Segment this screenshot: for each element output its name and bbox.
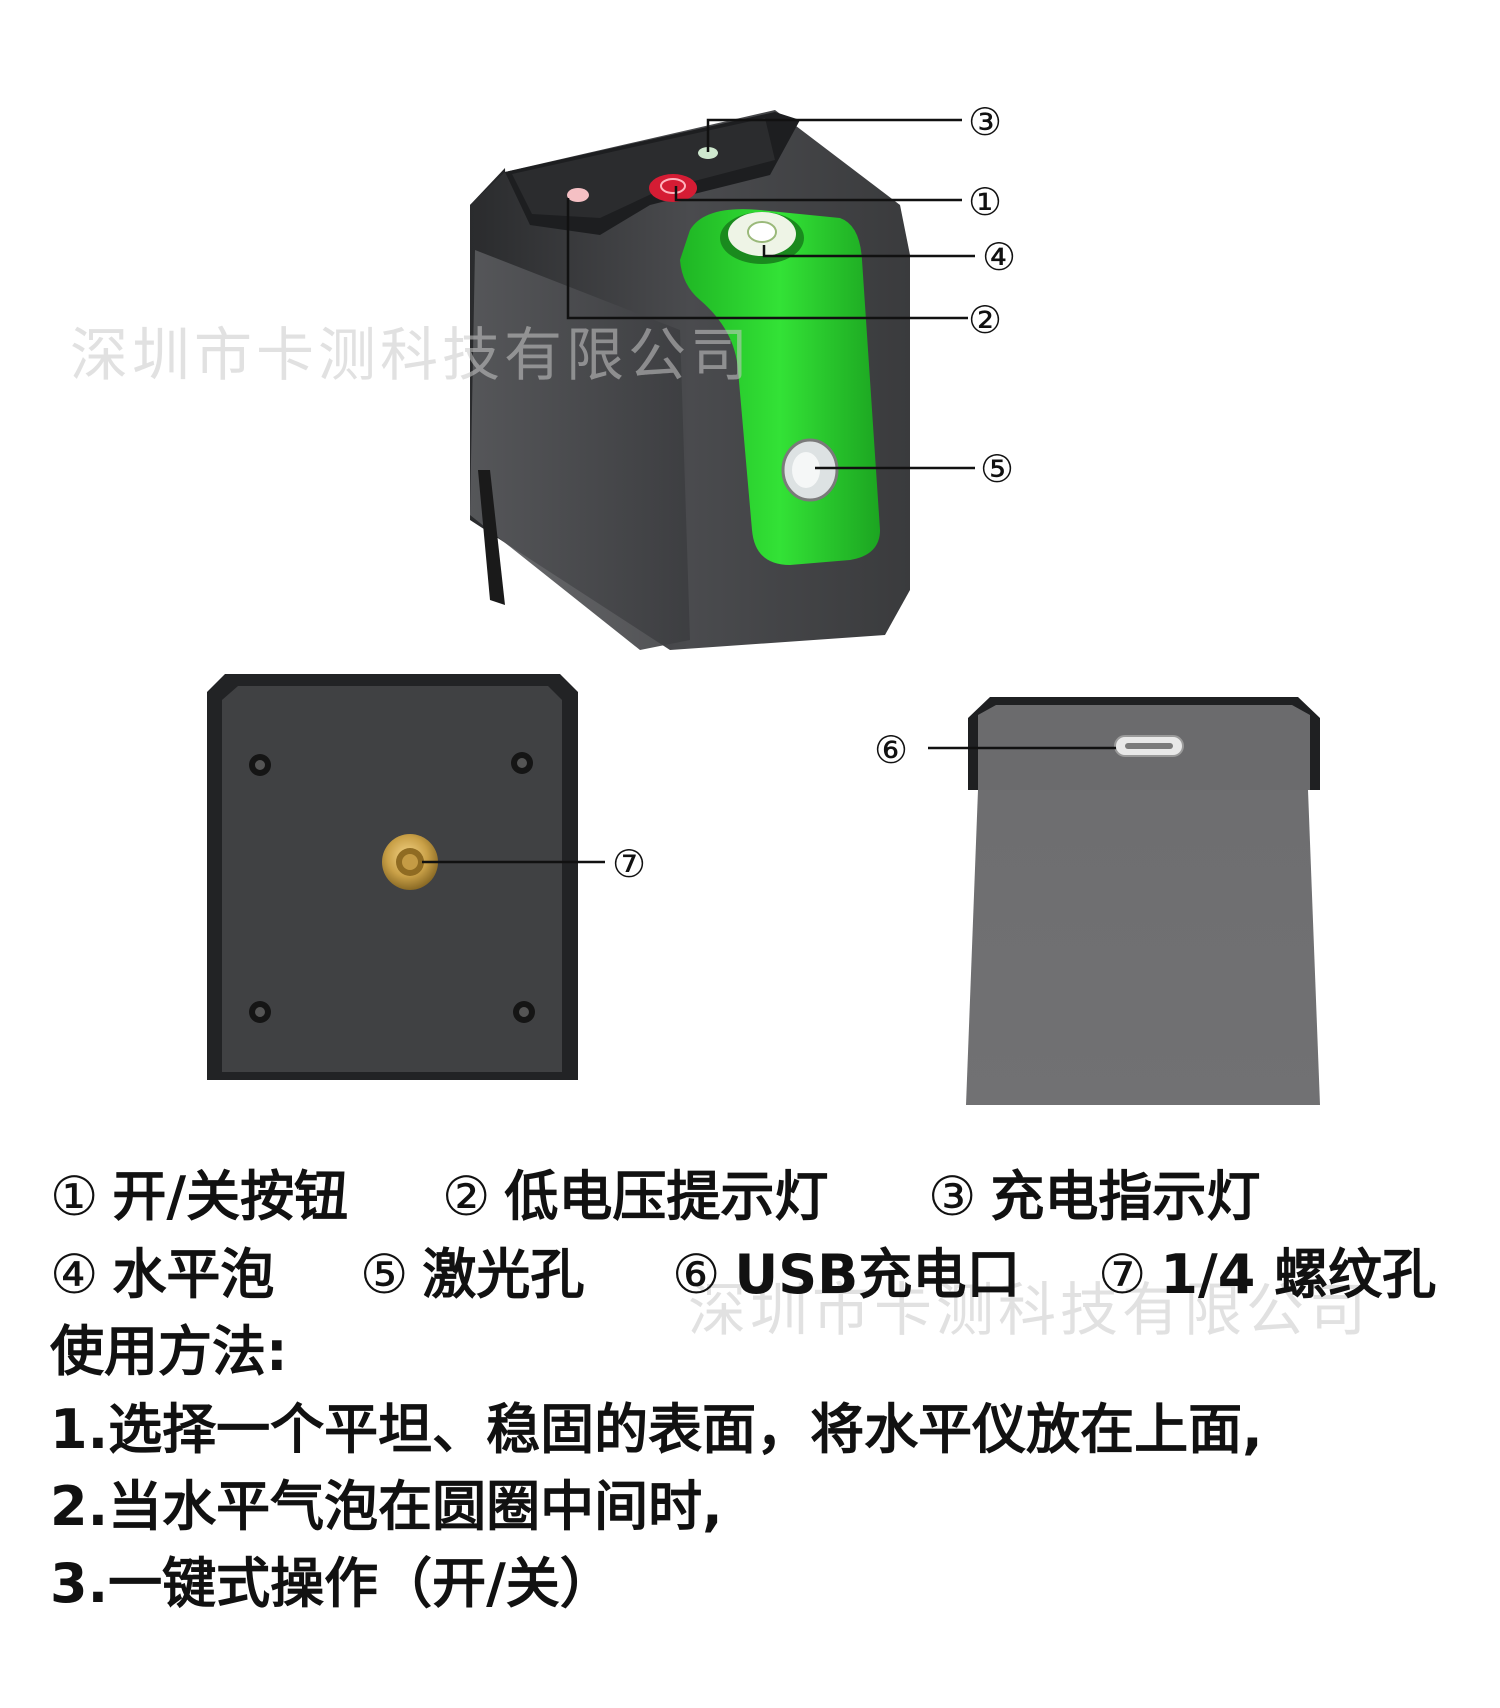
- usage-step-2: 2.当水平气泡在圆圈中间时,: [50, 1475, 723, 1538]
- usage-step-1: 1.选择一个平坦、稳固的表面，将水平仪放在上面,: [50, 1398, 1263, 1461]
- laser-level-main-view: [470, 110, 910, 650]
- legend-num-5: ⑤: [360, 1243, 409, 1306]
- legend-label-6: USB充电口: [734, 1243, 1021, 1306]
- callout-1: ①: [968, 180, 1002, 224]
- legend-num-1: ①: [50, 1165, 99, 1228]
- laser-level-bottom-view: [207, 674, 578, 1080]
- watermark-top: 深圳市卡测科技有限公司: [70, 321, 752, 389]
- usage-title: 使用方法:: [50, 1320, 288, 1383]
- legend-num-7: ⑦: [1098, 1243, 1147, 1306]
- callout-6: ⑥: [874, 728, 908, 772]
- legend-label-5: 激光孔: [422, 1243, 585, 1306]
- legend-label-1: 开/关按钮: [112, 1165, 349, 1228]
- watermark-bottom: 深圳市卡测科技有限公司: [688, 1276, 1370, 1344]
- usage-step-3: 3.一键式操作（开/关）: [50, 1552, 614, 1615]
- legend-label-4: 水平泡: [112, 1243, 275, 1306]
- callout-7: ⑦: [612, 842, 646, 886]
- legend-label-3: 充电指示灯: [990, 1165, 1261, 1228]
- legend-num-4: ④: [50, 1243, 99, 1306]
- callout-2: ②: [968, 298, 1002, 342]
- callout-5: ⑤: [980, 447, 1014, 491]
- legend-label-2: 低电压提示灯: [504, 1165, 829, 1228]
- legend-num-6: ⑥: [672, 1243, 721, 1306]
- legend-num-3: ③: [928, 1165, 977, 1228]
- callout-lines-top: [566, 118, 975, 470]
- laser-level-back-view: [966, 697, 1320, 1105]
- callout-4: ④: [982, 235, 1016, 279]
- legend-label-7: 1/4 螺纹孔: [1160, 1243, 1437, 1306]
- callout-3: ③: [968, 100, 1002, 144]
- legend-num-2: ②: [442, 1165, 491, 1228]
